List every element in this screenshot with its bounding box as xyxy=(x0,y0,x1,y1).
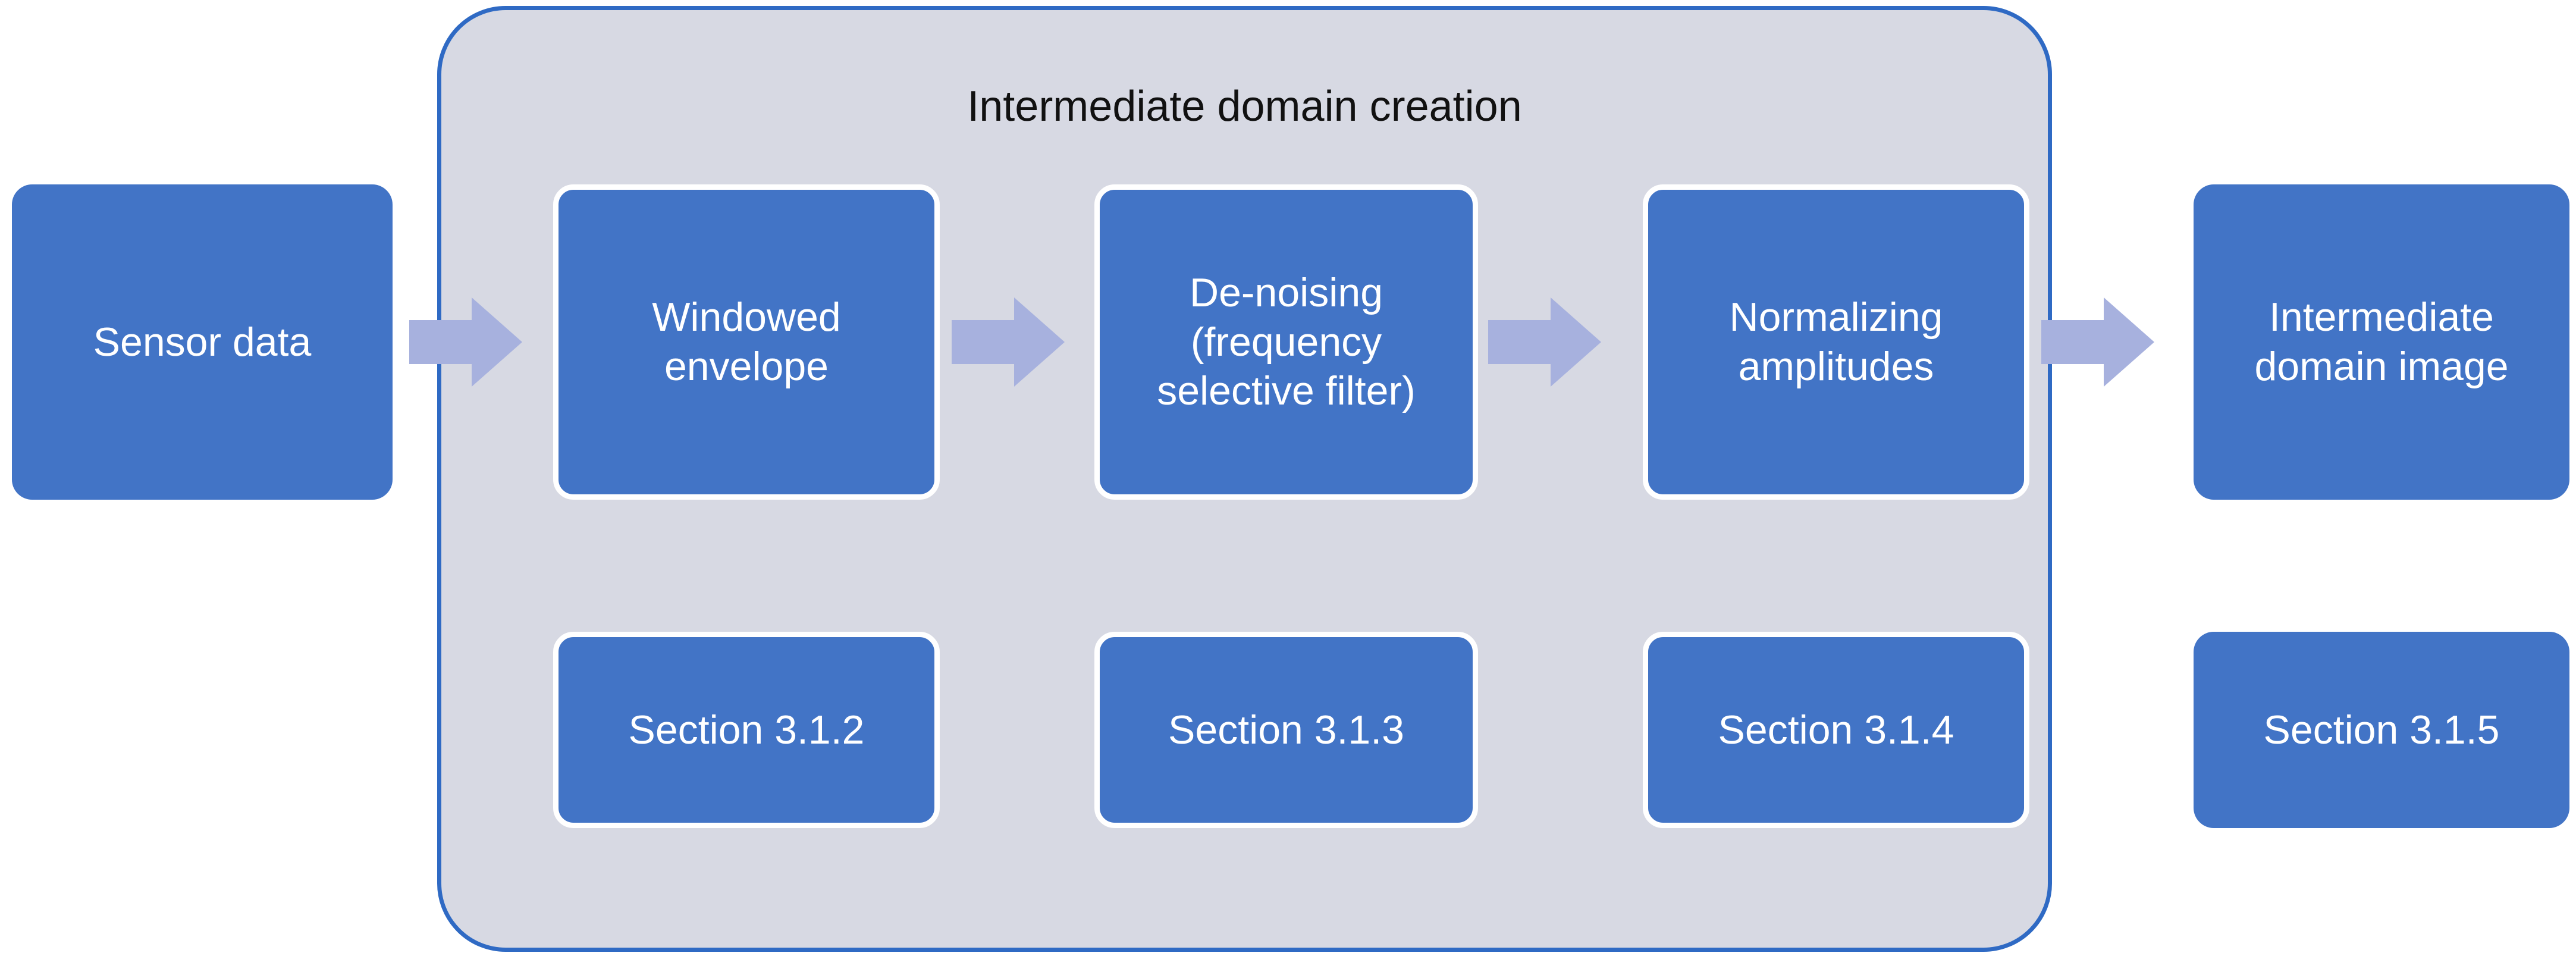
arrow-windowed-to-denoising xyxy=(952,297,1065,387)
right-block-arrow-icon xyxy=(2041,297,2154,387)
section-ref-normalizing-amplitudes[interactable]: Section 3.1.4 xyxy=(1643,632,2029,828)
right-block-arrow-icon xyxy=(1488,297,1601,387)
node-windowed-envelope[interactable]: Windowed envelope xyxy=(553,184,940,500)
right-block-arrow-icon xyxy=(409,297,522,387)
node-normalizing-amplitudes[interactable]: Normalizing amplitudes xyxy=(1643,184,2029,500)
arrow-sensor-to-windowed xyxy=(409,297,522,387)
section-ref-windowed-envelope[interactable]: Section 3.1.2 xyxy=(553,632,940,828)
right-block-arrow-icon xyxy=(952,297,1065,387)
node-de-noising[interactable]: De-noising (frequency selective filter) xyxy=(1094,184,1478,500)
section-ref-intermediate-domain-image[interactable]: Section 3.1.5 xyxy=(2194,632,2569,828)
arrow-normalizing-to-image xyxy=(2041,297,2154,387)
node-sensor-data[interactable]: Sensor data xyxy=(12,184,393,500)
arrow-denoising-to-normalizing xyxy=(1488,297,1601,387)
section-ref-de-noising[interactable]: Section 3.1.3 xyxy=(1094,632,1478,828)
node-intermediate-domain-image[interactable]: Intermediate domain image xyxy=(2194,184,2569,500)
group-title: Intermediate domain creation xyxy=(967,83,1522,130)
